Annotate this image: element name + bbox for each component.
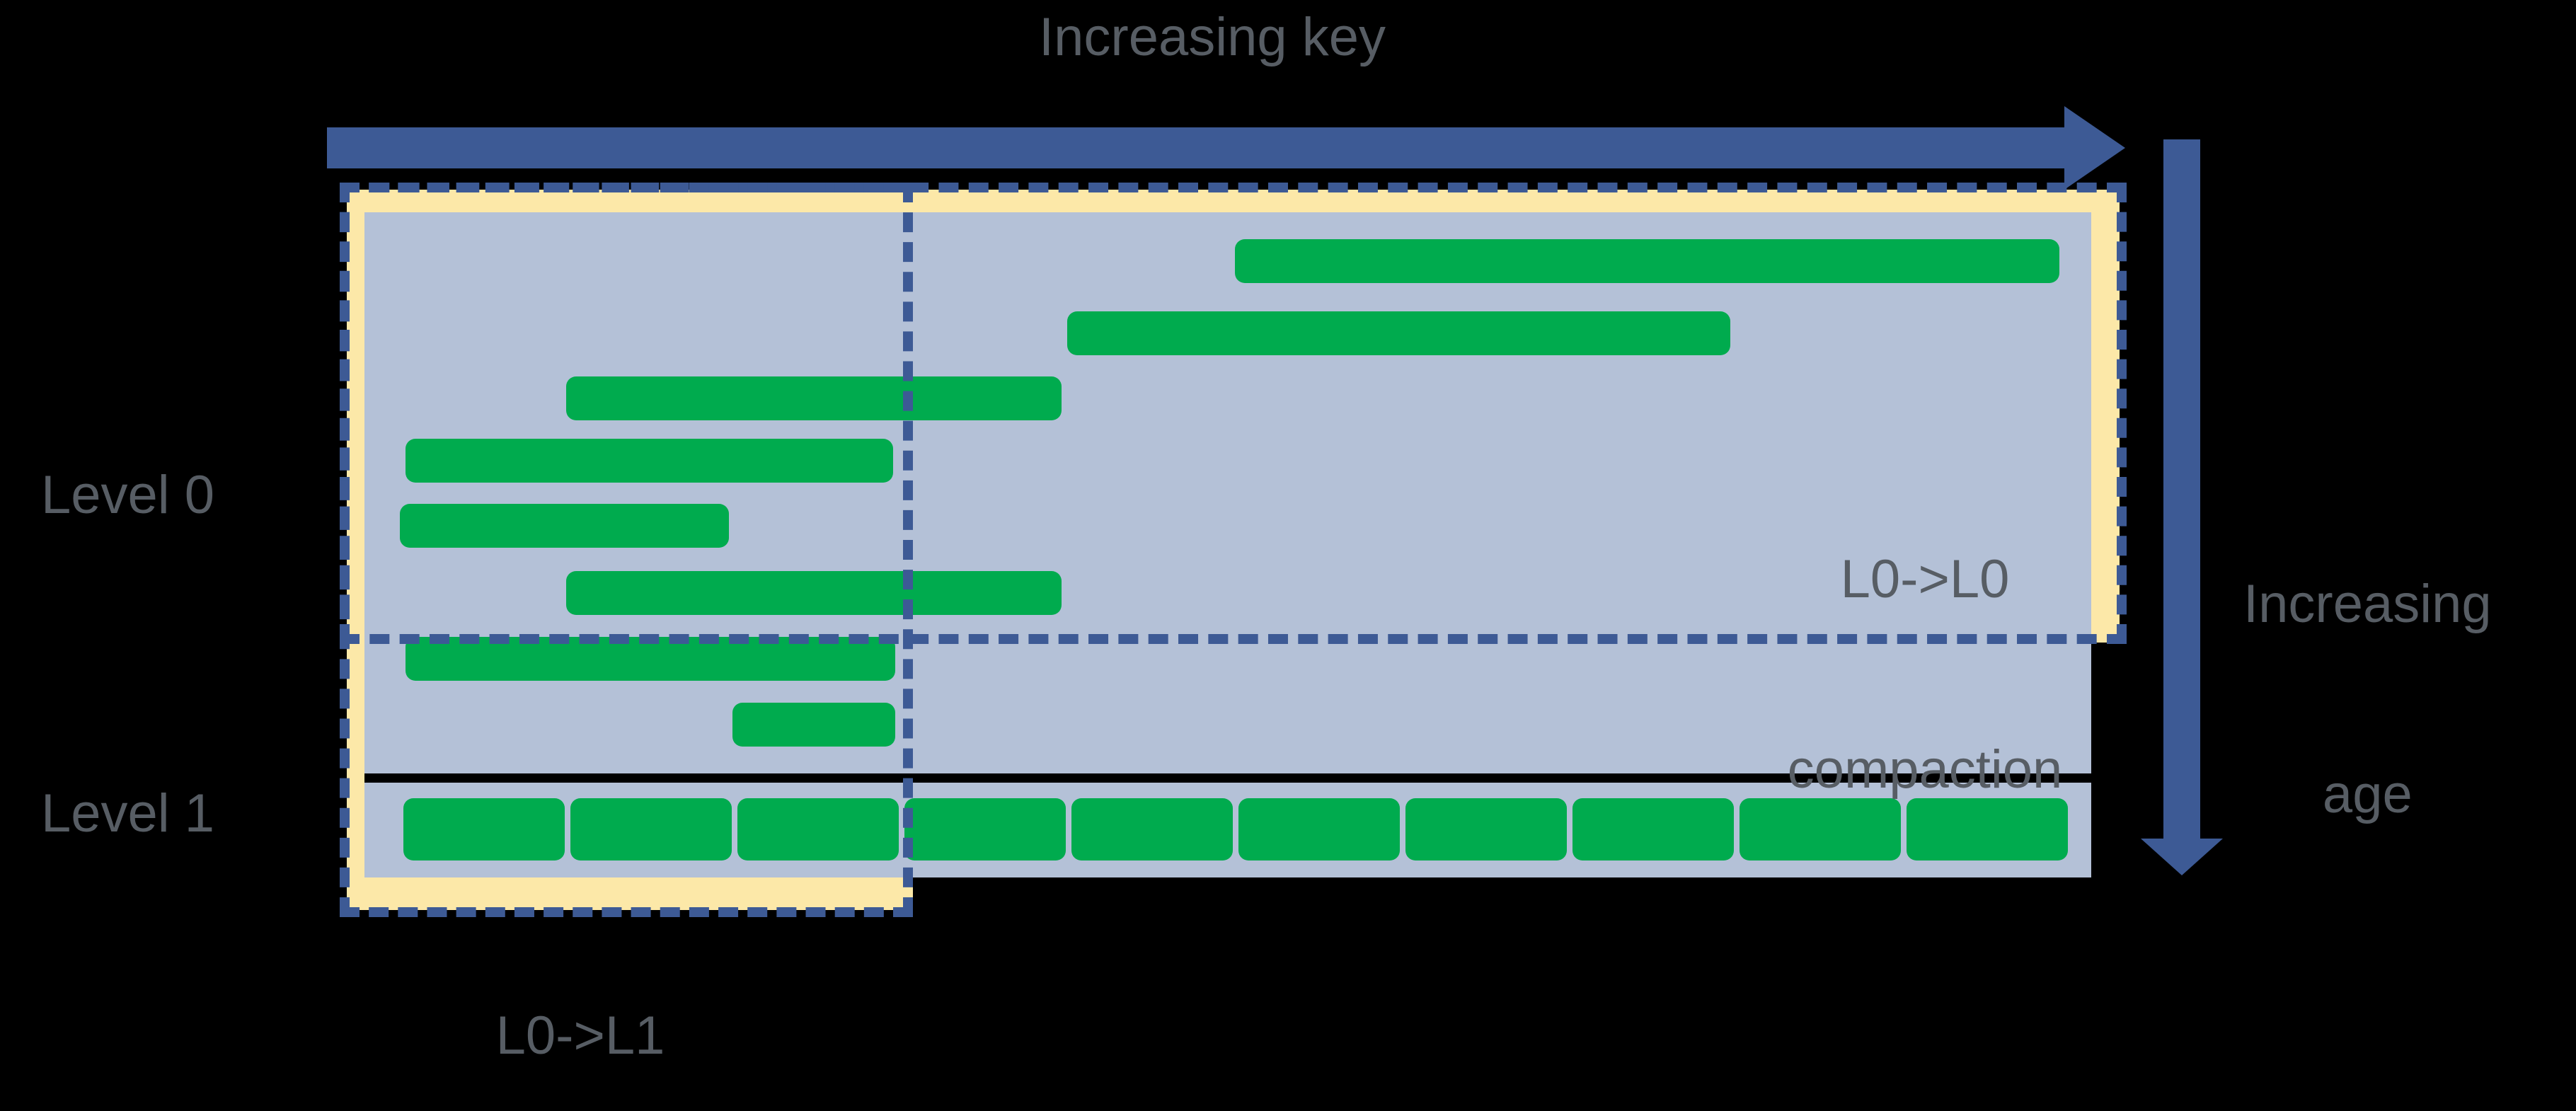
sstable-block [1740, 798, 1901, 860]
l0-to-l0-highlight-right [2091, 190, 2120, 643]
arrow-shaft [327, 127, 2082, 168]
l0-to-l1-line1: L0->L1 [495, 1006, 665, 1066]
l0-to-l1-compaction-label: L0->L1 compaction [396, 877, 764, 1111]
increasing-age-line2: age [2322, 764, 2413, 825]
sstable-block [406, 637, 895, 681]
l0-to-l0-highlight-left [347, 190, 365, 643]
sstable-block [904, 798, 1066, 860]
sstable-block [1238, 798, 1400, 860]
increasing-age-arrow-icon [2141, 139, 2248, 879]
sstable-block [1907, 798, 2068, 860]
sstable-block [1071, 798, 1233, 860]
sstable-block [1405, 798, 1567, 860]
level-separator [364, 773, 2091, 783]
l0-to-l0-line2: compaction [1787, 739, 2063, 800]
sstable-block [400, 504, 729, 548]
l0-to-l1-highlight-bottom [347, 877, 913, 910]
sstable-block [732, 703, 895, 747]
increasing-age-label: Increasing age [2243, 446, 2492, 953]
level-1-label: Level 1 [41, 783, 215, 844]
sstable-block [1235, 239, 2059, 283]
level-0-label: Level 0 [41, 465, 215, 525]
sstable-block [406, 439, 893, 483]
arrow-shaft [2163, 139, 2200, 842]
sstable-block [570, 798, 732, 860]
sstable-block [1067, 311, 1730, 355]
sstable-block [737, 798, 899, 860]
sstable-block [403, 798, 565, 860]
sstable-block [566, 571, 1062, 615]
l0-to-l0-highlight-top [347, 190, 2120, 214]
arrow-head [2064, 106, 2125, 190]
increasing-age-line1: Increasing [2243, 574, 2492, 635]
sstable-block [566, 376, 1062, 420]
increasing-key-label: Increasing key [1039, 7, 1386, 67]
l0-to-l0-line1: L0->L0 [1840, 549, 2010, 610]
arrow-head [2141, 839, 2223, 875]
sstable-block [1572, 798, 1734, 860]
increasing-key-arrow-icon [327, 106, 2143, 190]
l0-to-l0-compaction-label: L0->L0 compaction [1741, 421, 2109, 928]
